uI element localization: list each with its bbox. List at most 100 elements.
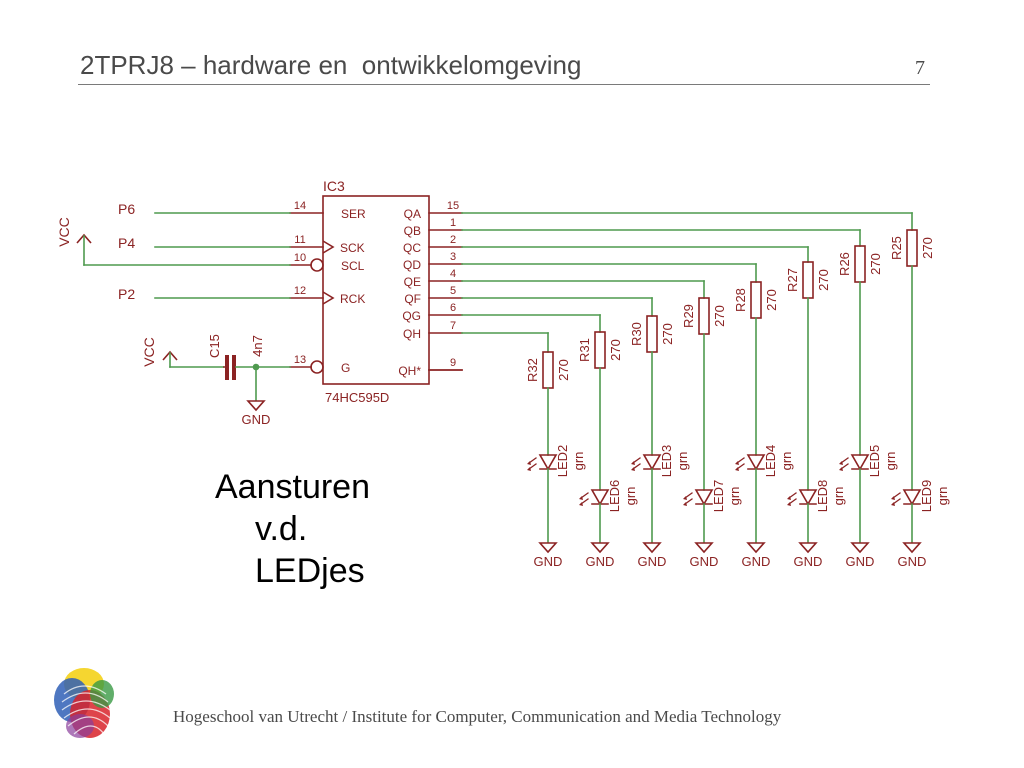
led-ray1-head-LED3 [631,461,635,465]
logo-blob-green [90,680,114,708]
led-LED7 [694,489,714,506]
led-color-LED7: grn [727,487,742,506]
ic-pin-name-QG: QG [402,309,421,323]
cap-plate-left [225,355,229,380]
resistor-R27 [802,261,814,299]
resistor-R30 [646,315,658,353]
caption-line-3: LEDjes [255,552,365,590]
resistor-value-R27: 270 [816,269,831,291]
gnd-symbol-LED7 [694,542,714,554]
ic-pin-bubble-10 [310,258,324,272]
resistor-ref-R26: R26 [837,252,852,276]
ic-pin-num-12: 12 [294,285,306,297]
led-ref-LED8: LED8 [815,480,830,513]
resistor-ref-R32: R32 [525,358,540,382]
footer-text: Hogeschool van Utrecht / Institute for C… [173,707,782,726]
page-number: 7 [915,57,925,79]
ic-pin-num-6: 6 [450,302,456,314]
ic-pin-name-QH: QH [403,327,421,341]
school-logo [54,668,114,738]
resistor-R31 [594,331,606,369]
logo-blob-purple [66,714,94,738]
ic-ref: IC3 [323,178,345,194]
led-LED5 [850,454,870,471]
gnd-symbol-LED9 [902,542,922,554]
ic-pin-num-4: 4 [450,268,456,280]
ic-clock-mark-12 [322,291,335,305]
led-ray1-head-LED9 [891,496,895,500]
led-color-LED9: grn [935,487,950,506]
resistor-value-R26: 270 [868,253,883,275]
ic-pin-num-13: 13 [294,354,306,366]
ic-part-number: 74HC595D [325,390,389,405]
led-ray2-head-LED5 [839,467,843,471]
net-label-p6: P6 [118,201,135,217]
cap-plate-right [232,355,236,380]
gnd-symbol-LED2 [538,542,558,554]
led-color-LED5: grn [883,452,898,471]
resistor-ref-R31: R31 [577,338,592,362]
led-ray1-head-LED8 [787,496,791,500]
ic-pin-name-QF: QF [404,292,421,306]
led-ray1-head-LED4 [735,461,739,465]
led-color-LED4: grn [779,452,794,471]
led-LED3 [642,454,662,471]
led-ray2-head-LED3 [631,467,635,471]
vcc-label-scl: VCC [56,217,72,247]
ic-pin-name-QE: QE [404,275,421,289]
led-LED6 [590,489,610,506]
gnd-symbol-LED3 [642,542,662,554]
ic-pin-bubble-13 [310,360,324,374]
resistor-value-R32: 270 [556,359,571,381]
led-ray2-head-LED9 [891,502,895,506]
led-ray2-head-LED6 [579,502,583,506]
gnd-symbol-LED9-label: GND [898,554,927,569]
gnd-symbol-cap-label: GND [242,412,271,427]
resistor-ref-R27: R27 [785,268,800,292]
gnd-symbol-LED7-label: GND [690,554,719,569]
led-color-LED3: grn [675,452,690,471]
ic-pin-name-QH*: QH* [398,364,421,378]
gnd-symbol-cap [246,400,266,412]
ic-pin-num-7: 7 [450,320,456,332]
resistor-value-R25: 270 [920,237,935,259]
ic-clock-mark-11 [322,240,335,254]
title-divider [78,84,930,85]
ic-body [322,195,430,385]
cap-ref: C15 [207,334,222,358]
resistor-value-R29: 270 [712,305,727,327]
resistor-value-R30: 270 [660,323,675,345]
ic-pin-num-14: 14 [294,200,306,212]
ic-pin-name-11: SCK [340,241,365,255]
gnd-symbol-LED6 [590,542,610,554]
ic-pin-num-1: 1 [450,217,456,229]
ic-pin-name-QA: QA [404,207,421,221]
caption-line-2: v.d. [255,510,308,548]
led-ray1-head-LED2 [527,461,531,465]
led-ray2-head-LED8 [787,502,791,506]
led-ref-LED5: LED5 [867,445,882,478]
led-LED8 [798,489,818,506]
slide-title: 2TPRJ8 – hardware en ontwikkelomgeving [80,50,582,80]
resistor-value-R31: 270 [608,339,623,361]
vcc-label-g: VCC [141,337,157,367]
led-ref-LED6: LED6 [607,480,622,513]
led-ref-LED3: LED3 [659,445,674,478]
vcc-arrow-scl [76,233,92,244]
ic-pin-num-5: 5 [450,285,456,297]
gnd-symbol-LED3-label: GND [638,554,667,569]
gnd-symbol-LED5-label: GND [846,554,875,569]
ic-pin-name-QD: QD [403,258,421,272]
led-ray1-head-LED6 [579,496,583,500]
cap-value: 4n7 [250,335,265,357]
ic-pin-num-2: 2 [450,234,456,246]
ic-pin-num-9: 9 [450,357,456,369]
ic-pin-num-11: 11 [294,234,305,246]
gnd-symbol-LED4-label: GND [742,554,771,569]
resistor-R29 [698,297,710,335]
ic-pin-name-12: RCK [340,292,365,306]
led-ref-LED7: LED7 [711,480,726,513]
ic-pin-num-15: 15 [447,200,459,212]
